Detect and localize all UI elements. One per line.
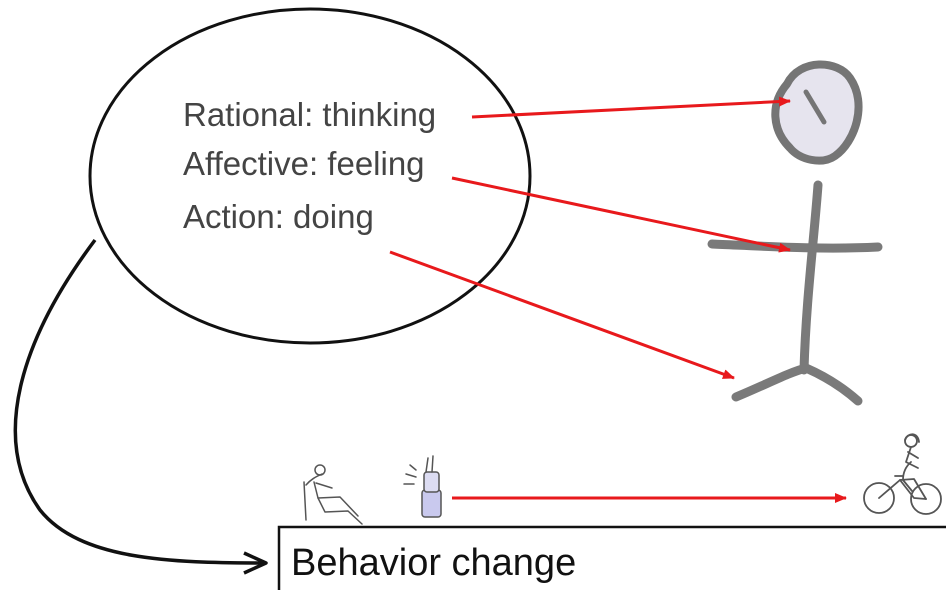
affective-label: Affective: feeling [183,145,425,182]
ellipse-to-behavior-arrow [13,238,268,575]
rational-to-head-arrow [471,96,791,119]
cyclist-icon [863,433,942,515]
behavior-change-label: Behavior change [291,542,576,584]
figure-arms [707,239,883,253]
reclining-person-icon [303,464,363,525]
action-to-legs-arrow [389,250,735,380]
smoking-device-icon [403,455,442,518]
action-label: Action: doing [183,198,374,235]
affective-to-heart-arrow [451,176,791,253]
behavior-change-box [277,525,946,590]
figure-legs [731,363,863,406]
rational-label: Rational: thinking [183,96,436,133]
attitude-ellipse [88,7,532,345]
figure-torso [799,180,823,375]
stick-figure-icon [707,60,883,406]
